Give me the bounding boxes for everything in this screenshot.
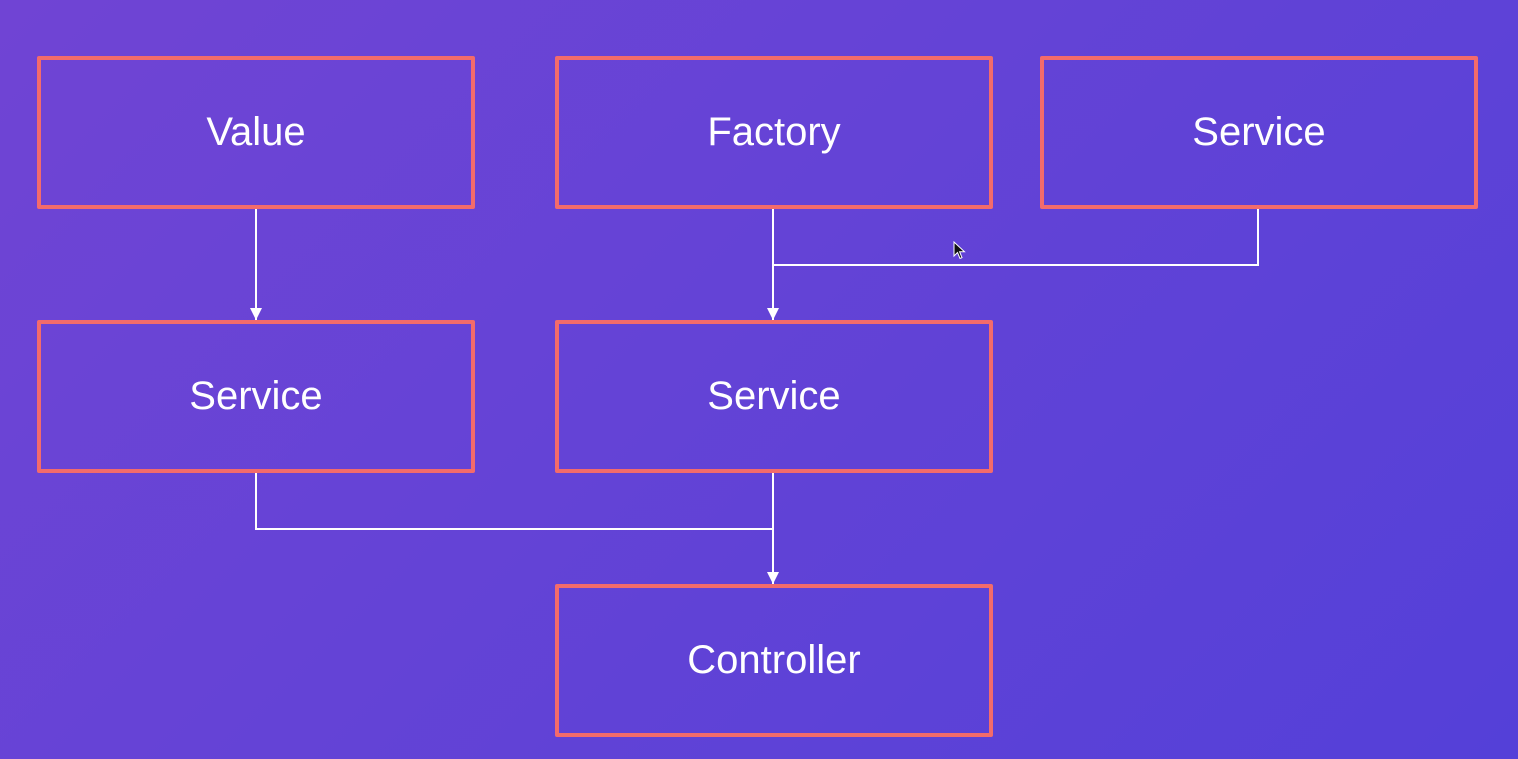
node-service-mid[interactable]: Service xyxy=(555,320,993,473)
mouse-pointer-icon xyxy=(953,241,966,260)
node-label: Controller xyxy=(687,638,861,682)
node-service-left[interactable]: Service xyxy=(37,320,475,473)
node-label: Factory xyxy=(707,110,841,154)
node-label: Service xyxy=(707,374,841,418)
node-label: Service xyxy=(189,374,323,418)
edge-service-top-to-service-mid xyxy=(773,208,1259,266)
node-service-top[interactable]: Service xyxy=(1040,56,1478,209)
edge-service-left-to-controller xyxy=(255,472,773,530)
node-controller[interactable]: Controller xyxy=(555,584,993,737)
node-label: Value xyxy=(206,110,306,154)
node-factory[interactable]: Factory xyxy=(555,56,993,209)
node-value[interactable]: Value xyxy=(37,56,475,209)
node-label: Service xyxy=(1192,110,1326,154)
